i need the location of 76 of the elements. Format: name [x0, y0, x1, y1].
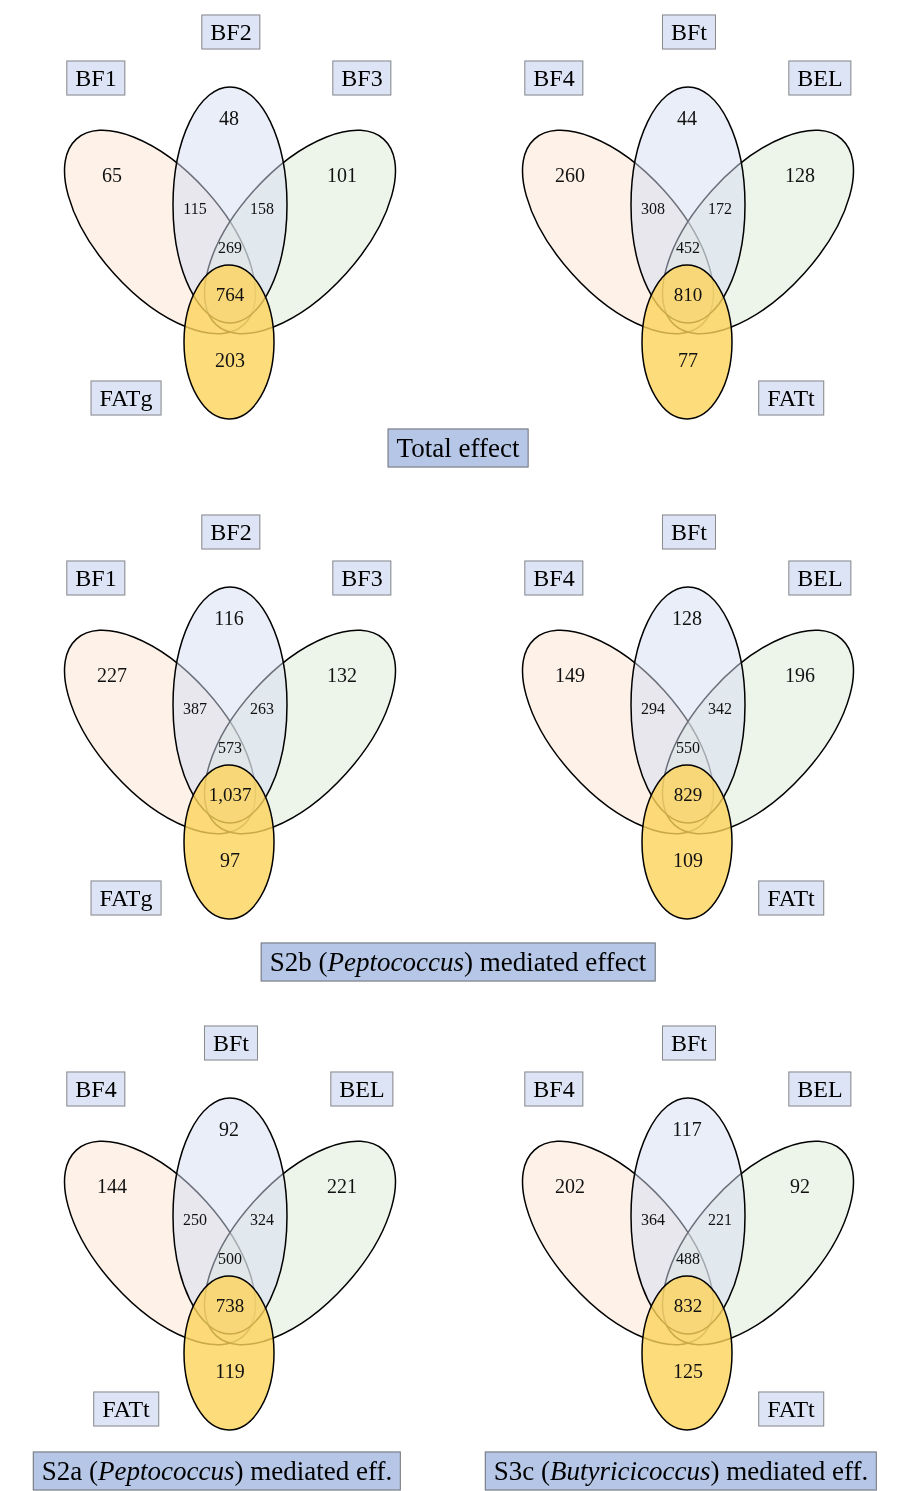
set-label: BF1	[66, 60, 126, 96]
region-count: 65	[102, 163, 122, 187]
region-count: 158	[250, 200, 274, 218]
caption-box: S2b (Peptococcus) mediated effect	[260, 942, 656, 982]
region-count: 97	[220, 848, 240, 872]
region-count: 387	[183, 700, 207, 718]
set-label: BEL	[330, 1071, 394, 1107]
region-count: 172	[708, 200, 732, 218]
region-count: 77	[678, 348, 698, 372]
set-label: BF1	[66, 560, 126, 596]
set-label: BF4	[524, 60, 584, 96]
region-count: 92	[790, 1174, 810, 1198]
region-count: 144	[97, 1174, 127, 1198]
region-count: 452	[676, 239, 700, 257]
region-count: 128	[672, 606, 702, 630]
set-label: BF2	[201, 514, 261, 550]
region-count: 202	[555, 1174, 585, 1198]
region-count: 92	[219, 1117, 239, 1141]
region-count: 196	[785, 663, 815, 687]
set-label: BF4	[524, 1071, 584, 1107]
region-count: 117	[672, 1117, 702, 1141]
caption-box: S2a (Peptococcus) mediated eff.	[32, 1451, 402, 1491]
region-count: 227	[97, 663, 127, 687]
set-label: BEL	[788, 560, 852, 596]
region-count: 263	[250, 700, 274, 718]
region-count: 48	[219, 106, 239, 130]
region-count: 550	[676, 739, 700, 757]
region-count: 250	[183, 1211, 207, 1229]
set-label: BF4	[66, 1071, 126, 1107]
caption-box: Total effect	[387, 428, 529, 468]
set-label: BFt	[662, 14, 716, 50]
region-count: 119	[215, 1359, 245, 1383]
region-count: 500	[218, 1250, 242, 1268]
set-label: FATt	[758, 380, 824, 416]
region-count: 294	[641, 700, 665, 718]
set-label: FATt	[758, 880, 824, 916]
region-count: 115	[183, 200, 207, 218]
region-count: 764	[215, 284, 245, 306]
set-label: BF2	[201, 14, 261, 50]
set-label: BFt	[662, 1025, 716, 1061]
set-label: FATt	[758, 1391, 824, 1427]
region-count: 116	[214, 606, 244, 630]
region-count: 132	[327, 663, 357, 687]
region-count: 342	[708, 700, 732, 718]
set-label: BF4	[524, 560, 584, 596]
set-label: BF3	[332, 560, 392, 596]
region-count: 269	[218, 239, 242, 257]
region-count: 829	[673, 784, 703, 806]
region-count: 573	[218, 739, 242, 757]
region-count: 810	[673, 284, 703, 306]
region-count: 128	[785, 163, 815, 187]
region-count: 101	[327, 163, 357, 187]
set-label: BEL	[788, 60, 852, 96]
region-count: 832	[673, 1295, 703, 1317]
region-count: 738	[215, 1295, 245, 1317]
set-label: BF3	[332, 60, 392, 96]
region-count: 125	[673, 1359, 703, 1383]
region-count: 488	[676, 1250, 700, 1268]
set-label: FATg	[90, 380, 162, 416]
region-count: 149	[555, 663, 585, 687]
set-label: FATt	[93, 1391, 159, 1427]
caption-box: S3c (Butyricicoccus) mediated eff.	[484, 1451, 878, 1491]
set-label: BFt	[204, 1025, 258, 1061]
set-label: FATg	[90, 880, 162, 916]
region-count: 221	[708, 1211, 732, 1229]
region-count: 203	[215, 348, 245, 372]
region-count: 44	[677, 106, 697, 130]
region-count: 260	[555, 163, 585, 187]
region-count: 109	[673, 848, 703, 872]
region-count: 324	[250, 1211, 274, 1229]
region-count: 364	[641, 1211, 665, 1229]
region-count: 221	[327, 1174, 357, 1198]
region-count: 1,037	[208, 784, 252, 806]
region-count: 308	[641, 200, 665, 218]
set-label: BEL	[788, 1071, 852, 1107]
set-label: BFt	[662, 514, 716, 550]
